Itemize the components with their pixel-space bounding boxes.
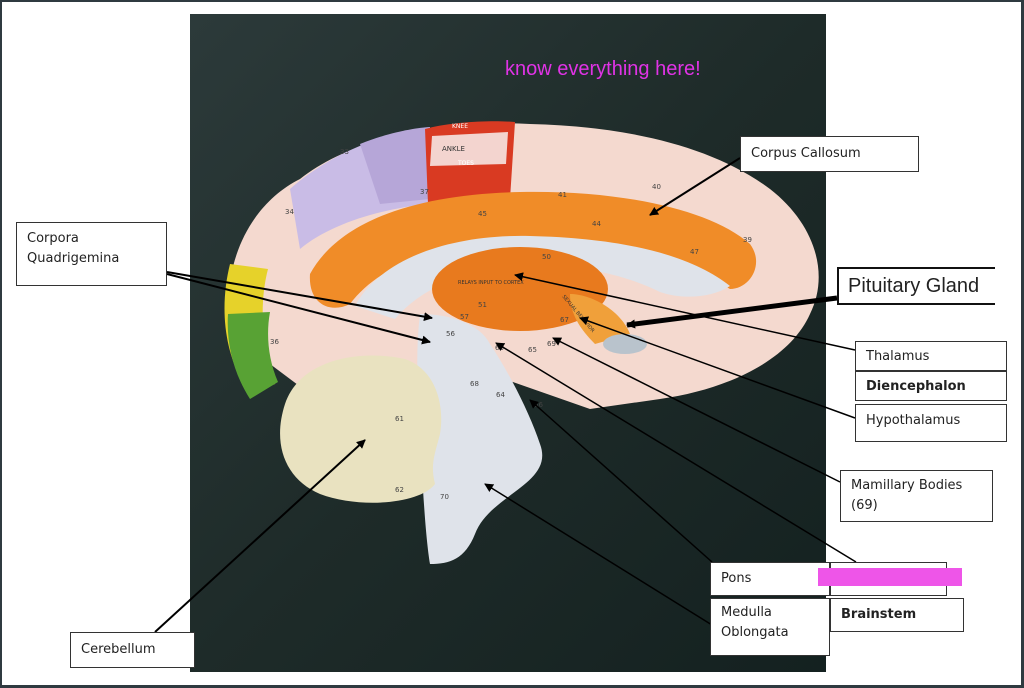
- model-number: 39: [743, 236, 752, 244]
- pituitary: [603, 334, 647, 354]
- model-number: 37: [420, 188, 429, 196]
- label-cerebellum: Cerebellum: [70, 632, 195, 668]
- annotation-text: know everything here!: [505, 58, 701, 80]
- model-number: 44: [592, 220, 601, 228]
- model-number: 57: [460, 313, 469, 321]
- label-mamillary-bodies: Mamillary Bodies (69): [840, 470, 993, 522]
- model-number: 51: [478, 301, 487, 309]
- model-number: 47: [690, 248, 699, 256]
- slide-border-bottom: [0, 685, 1024, 688]
- model-number: 33: [340, 148, 349, 156]
- slide-border-right: [1021, 0, 1024, 688]
- knee-ankle-stripe: [430, 132, 508, 166]
- model-number: 67: [560, 316, 569, 324]
- model-number: 63: [495, 344, 504, 352]
- label-diencephalon: Diencephalon: [855, 371, 1007, 401]
- model-label-ankle: ANKLE: [442, 145, 465, 153]
- cingulate-orange: [309, 191, 757, 308]
- model-number: 56: [446, 330, 455, 338]
- model-label-knee: KNEE: [452, 123, 468, 130]
- model-text-thalamus: RELAYS INPUT TO CORTEX: [458, 280, 524, 286]
- model-number: 62: [395, 486, 404, 494]
- model-label-toes: TOES: [457, 160, 474, 167]
- model-number: 40: [652, 183, 661, 191]
- model-number: 41: [558, 191, 567, 199]
- model-number: 68: [470, 380, 479, 388]
- label-corpus-callosum: Corpus Callosum: [740, 136, 919, 172]
- model-number: 34: [285, 208, 294, 216]
- label-pons: Pons: [710, 562, 830, 596]
- brainstem: [417, 314, 543, 564]
- highlight-bar: [818, 568, 962, 586]
- model-number: 45: [478, 210, 487, 218]
- model-number: 61: [395, 415, 404, 423]
- slide-border-top: [0, 0, 1024, 2]
- model-number: 66: [534, 401, 543, 409]
- label-thalamus: Thalamus: [855, 341, 1007, 371]
- model-number: 64: [496, 391, 505, 399]
- label-corpora-quadrigemina: Corpora Quadrigemina: [16, 222, 167, 286]
- model-number: 65: [528, 346, 537, 354]
- label-medulla-oblongata: Medulla Oblongata: [710, 598, 830, 656]
- label-pituitary-gland: Pituitary Gland: [837, 267, 995, 305]
- model-number: 70: [440, 493, 449, 501]
- cerebellum-shape: [280, 355, 442, 503]
- corpus-callosum-white: [355, 235, 730, 319]
- model-number: 36: [270, 338, 279, 346]
- parietal-lavender-2: [360, 127, 430, 204]
- label-brainstem: Brainstem: [830, 598, 964, 632]
- slide-border-left: [0, 0, 2, 688]
- model-number: 69: [547, 340, 556, 348]
- label-hypothalamus: Hypothalamus: [855, 404, 1007, 442]
- model-number: 50: [542, 253, 551, 261]
